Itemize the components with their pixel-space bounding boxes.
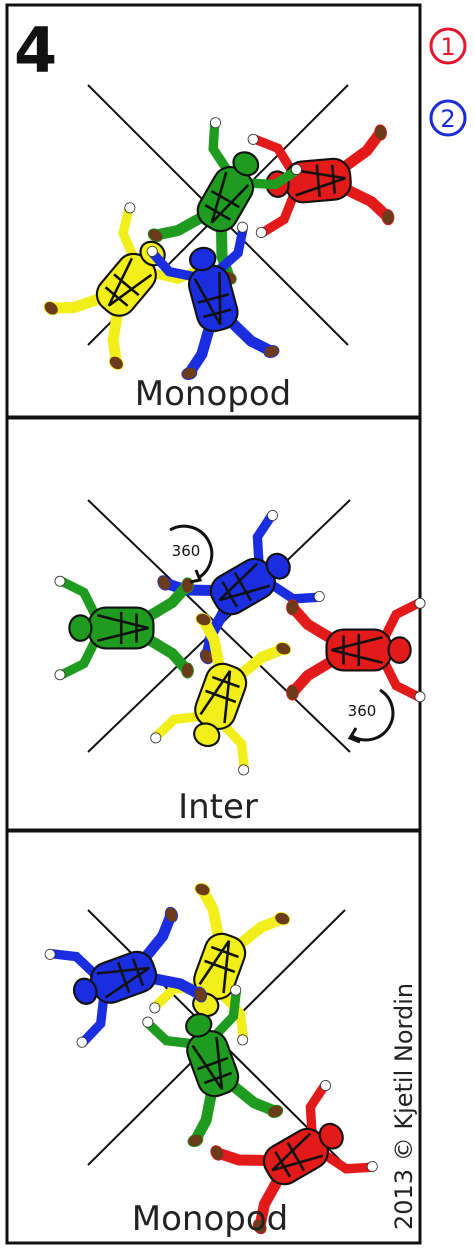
rotation-indicator-2: 360 [348, 688, 395, 744]
copyright-credit: 2013 © Kjetil Nordin [390, 983, 418, 1230]
svg-text:360: 360 [348, 702, 377, 720]
svg-text:360: 360 [172, 542, 201, 560]
sequence-marker-1: 1 [429, 27, 467, 65]
panel-1-label: Monopod [135, 374, 291, 414]
panel-2-label: Inter [178, 787, 258, 827]
formation-number: 4 [14, 14, 57, 87]
panel-1: 4 Monopod [5, 3, 422, 419]
svg-text:2: 2 [440, 105, 455, 133]
rotation-indicator-1: 360 [169, 524, 214, 584]
panel-3-label: Monopod [132, 1199, 288, 1239]
panel-2: 360 360 Inter [5, 416, 425, 832]
panel-3: Monopod 2013 © Kjetil Nordin [5, 829, 422, 1245]
svg-text:1: 1 [440, 33, 455, 61]
sequence-marker-2: 2 [429, 99, 467, 137]
